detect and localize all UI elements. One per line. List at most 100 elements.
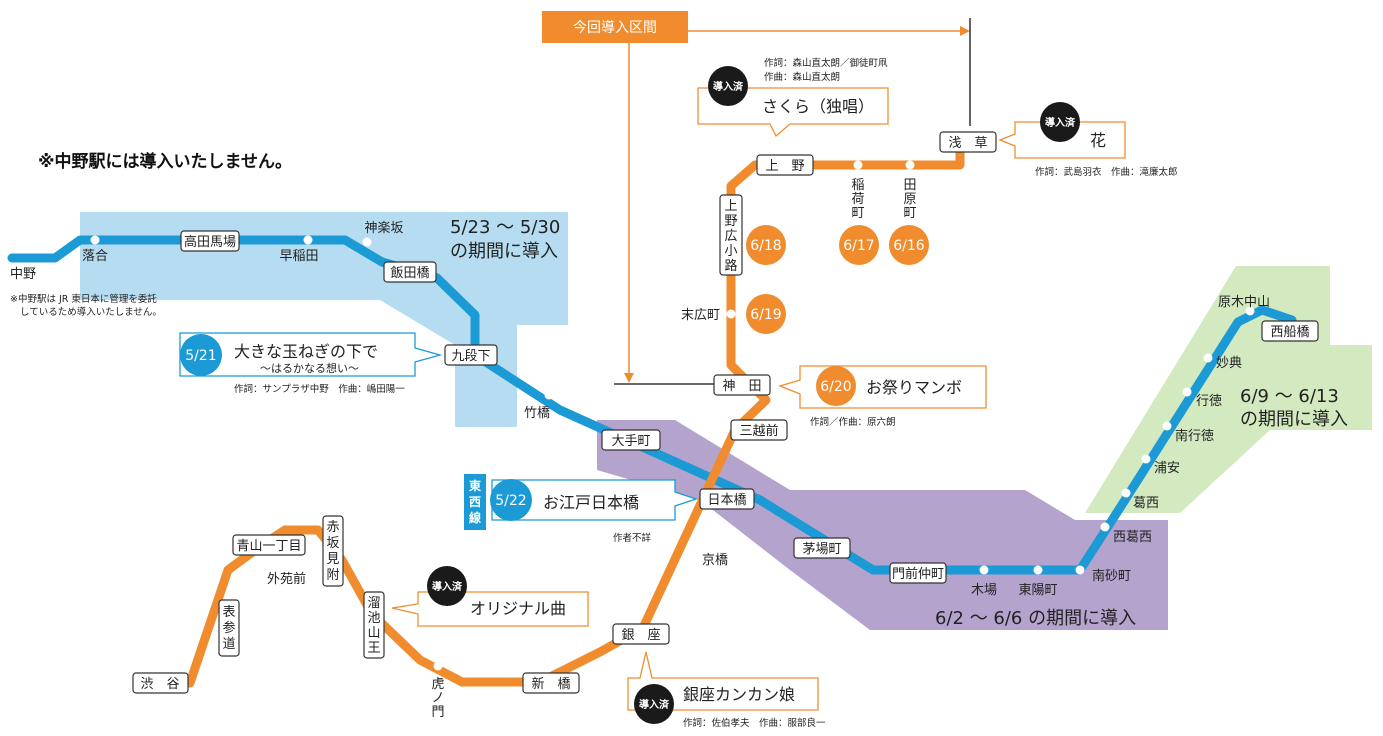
song-callout-ginza: 導入済 銀座カンカン娘 作詞：佐伯孝夫 作曲：服部良一	[627, 651, 826, 729]
station-kanda-box	[713, 374, 771, 396]
svg-text:線: 線	[469, 510, 481, 525]
station-mitsukoshimae-box	[730, 419, 788, 441]
tozai-station-labels: 中野 落合 高田馬場 早稲田 神楽坂 飯田橋 九段下 竹橋 大手町 日本橋 茅場…	[10, 220, 1319, 598]
svg-text:坂: 坂	[326, 536, 339, 551]
nakano-notice: ※中野駅には導入いたしません。	[38, 151, 292, 172]
station-shibuya: 渋 谷	[140, 677, 179, 692]
station-kayabacho-box	[793, 537, 851, 559]
svg-text:町: 町	[903, 206, 916, 221]
svg-text:荷: 荷	[851, 192, 864, 207]
svg-text:東: 東	[469, 478, 481, 493]
station-ginza: 銀 座	[621, 628, 660, 643]
station-gaiemmae: 外苑前	[267, 571, 306, 587]
date-badge-kudanshita: 5/21	[185, 348, 216, 364]
svg-text:田: 田	[903, 178, 916, 193]
station-kiba: 木場	[971, 583, 997, 598]
current-section-label-box	[542, 11, 688, 43]
svg-text:町: 町	[851, 206, 864, 221]
period-west-line-1: 5/23 ～ 5/30	[450, 217, 560, 238]
station-ueno: 上 野	[765, 159, 804, 174]
svg-text:池: 池	[367, 611, 380, 626]
station-urayasu: 浦安	[1154, 461, 1180, 476]
station-nishikasai: 西葛西	[1113, 530, 1152, 545]
song-credit-kudanshita: 作詞：サンプラザ中野 作曲：嶋田陽一	[234, 383, 405, 395]
date-badge-suehirocho: 6/19	[750, 307, 781, 323]
current-section-label: 今回導入区間	[573, 20, 657, 36]
station-kyobashi: 京橋	[702, 553, 728, 568]
svg-text:小: 小	[724, 244, 737, 259]
station-kudanshita: 九段下	[451, 349, 490, 364]
station-monzennakacho: 門前仲町	[892, 566, 944, 582]
song-credit-sakura-2: 作曲：森山直太朗	[764, 71, 840, 83]
song-title-ginza: 銀座カンカン娘	[683, 685, 795, 704]
period-west-line-2: の期間に導入	[450, 241, 558, 262]
station-mitsukoshimae: 三越前	[739, 423, 778, 439]
station-iidabashi-box	[383, 261, 437, 283]
svg-text:稲: 稲	[851, 178, 864, 193]
station-iidabashi: 飯田橋	[390, 266, 429, 281]
svg-text:西: 西	[469, 495, 481, 509]
song-callout-nihombashi: 5/22 お江戸日本橋 作者不詳	[490, 479, 699, 544]
station-ueno-hirokoji-box	[719, 194, 743, 276]
station-minamisunamachi: 南砂町	[1092, 568, 1131, 584]
svg-text:野: 野	[724, 214, 737, 229]
station-asakusa: 浅 草	[948, 136, 987, 151]
song-title-hana: 花	[1090, 131, 1106, 150]
song-title-sakura: さくら（独唱）	[762, 97, 874, 116]
station-aoyama-itchome-box	[232, 534, 306, 556]
station-aoyama-itchome: 青山一丁目	[236, 539, 301, 554]
svg-text:表: 表	[222, 605, 235, 620]
station-dots	[90, 160, 1255, 671]
badge-installed-hana: 導入済	[1045, 116, 1076, 129]
nakano-note-line-1: ※中野駅は JR 東日本に管理を委託	[10, 293, 157, 305]
station-nihombashi: 日本橋	[707, 493, 746, 508]
svg-text:山: 山	[367, 626, 380, 641]
date-badge-nihombashi: 5/22	[495, 493, 526, 509]
song-callout-hana: 導入済 花 作詞：武島羽衣 作曲：滝廉太郎	[998, 102, 1178, 178]
station-ueno-box	[756, 154, 814, 176]
date-badge-kanda: 6/20	[820, 379, 851, 395]
station-baraki-nakayama: 原木中山	[1218, 295, 1270, 310]
station-shimbashi: 新 橋	[531, 676, 570, 692]
song-callout-original: 導入済 オリジナル曲	[391, 566, 589, 627]
song-subtitle-kudanshita: ～はるかなる想い～	[260, 361, 359, 375]
station-waseda: 早稲田	[279, 249, 318, 264]
station-nishifunabashi-box	[1261, 320, 1319, 342]
station-omotesando-box	[218, 599, 240, 657]
central-zone	[597, 420, 1168, 630]
badge-installed-ginza: 導入済	[639, 698, 670, 711]
station-shimbashi-box	[522, 672, 580, 694]
station-suehirocho: 末広町	[681, 308, 720, 323]
station-takadanobaba-box	[180, 230, 240, 252]
song-credit-nihombashi: 作者不詳	[613, 532, 652, 544]
station-kudanshita-box	[444, 344, 498, 366]
station-otemachi-box	[601, 429, 661, 451]
station-tameike-sanno-box	[363, 591, 385, 659]
svg-text:門: 門	[431, 705, 444, 720]
station-otemachi: 大手町	[611, 434, 650, 449]
song-title-original: オリジナル曲	[470, 599, 566, 618]
date-badges: 6/18 6/19 6/17 6/16	[746, 225, 929, 334]
station-ginza-box	[612, 623, 670, 645]
svg-text:虎: 虎	[431, 677, 444, 692]
period-east-line-1: 6/9 ～ 6/13	[1240, 386, 1339, 407]
song-callout-kudanshita: 5/21 大きな玉ねぎの下で ～はるかなる想い～ 作詞：サンプラザ中野 作曲：嶋…	[179, 332, 443, 395]
station-nakano: 中野	[10, 267, 36, 282]
station-akasaka-mitsuke-box	[322, 515, 344, 587]
svg-text:ノ: ノ	[431, 691, 444, 706]
song-title-kudanshita: 大きな玉ねぎの下で	[234, 342, 378, 361]
date-badge-tawaramachi: 6/16	[893, 238, 925, 254]
period-central: 6/2 ～ 6/6 の期間に導入	[935, 608, 1136, 629]
period-east-line-2: の期間に導入	[1240, 409, 1348, 430]
svg-text:広: 広	[724, 229, 737, 244]
song-callout-sakura: 導入済 さくら（独唱） 作詞：森山直太朗／御徒町凧 作曲：森山直太朗	[697, 57, 889, 138]
tozai-line-name-tag: 東 西 線	[464, 474, 486, 530]
station-nihombashi-box	[699, 488, 755, 510]
station-asakusa-box	[939, 131, 997, 153]
station-shibuya-box	[132, 672, 189, 694]
station-kayabacho: 茅場町	[802, 542, 841, 557]
west-zone	[80, 212, 568, 427]
svg-text:上: 上	[724, 199, 737, 214]
current-section-indicator: 今回導入区間	[542, 11, 971, 385]
